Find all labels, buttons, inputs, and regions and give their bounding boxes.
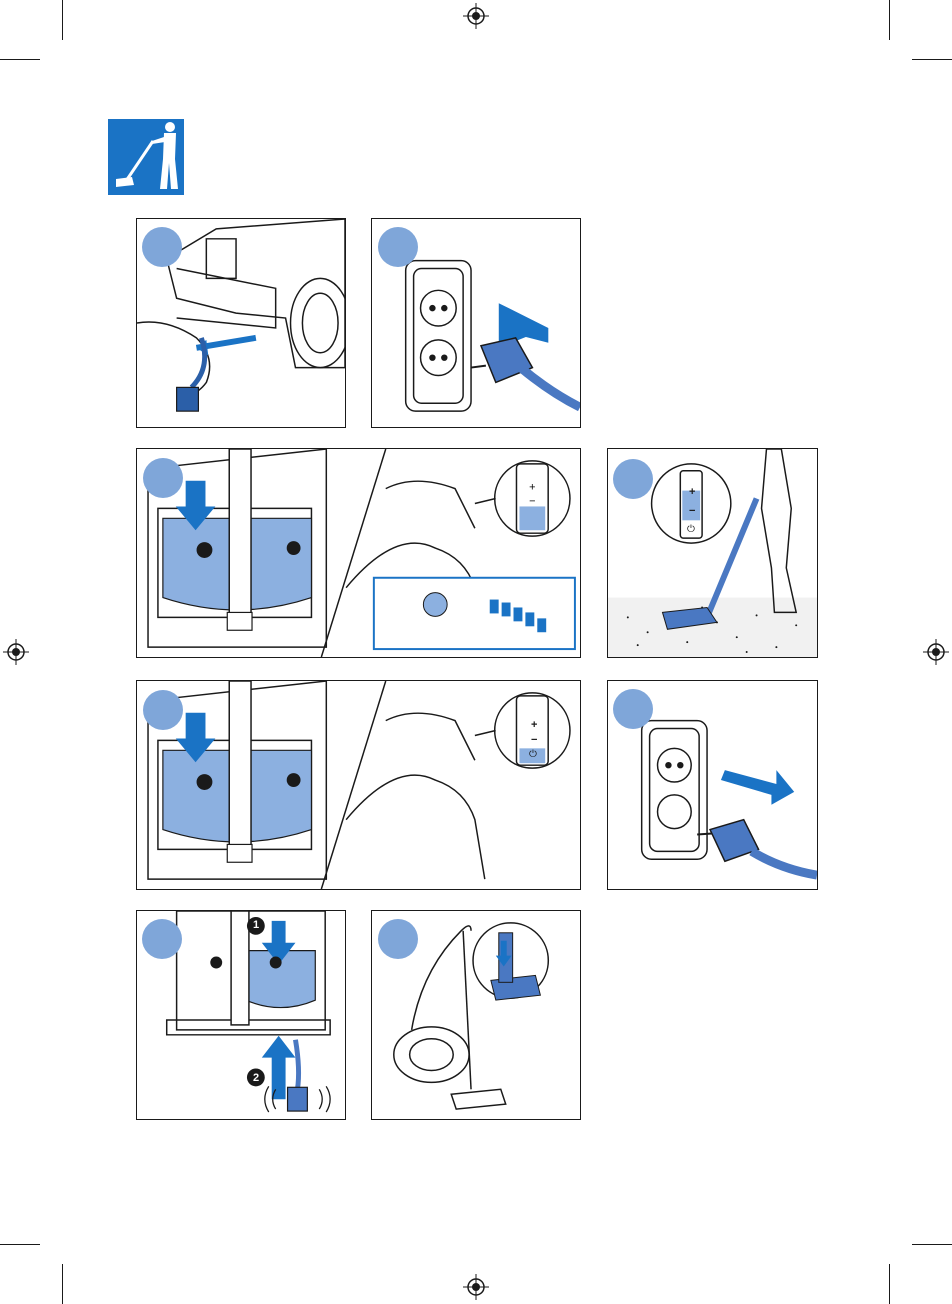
crop-mark — [0, 59, 40, 60]
on-off-pedal-icon: + − — [137, 449, 580, 657]
plus-label: + — [531, 719, 537, 731]
panel-park-tube — [371, 910, 581, 1120]
registration-mark-icon — [463, 1274, 489, 1300]
panel-press-on-button: + − — [136, 448, 581, 658]
panel-adjust-power: + − ⏻ — [607, 448, 818, 658]
panel-unplug — [607, 680, 818, 890]
panel-pull-out-cord — [136, 218, 346, 428]
minus-label: − — [531, 734, 537, 746]
vacuum-user-icon — [108, 119, 184, 195]
step-badge — [613, 689, 653, 729]
power-label: ⏻ — [529, 749, 537, 760]
on-off-pedal-icon — [137, 681, 580, 889]
plus-label: + — [689, 486, 695, 498]
step-badge — [613, 459, 653, 499]
crop-mark — [62, 1264, 63, 1304]
minus-label: − — [689, 505, 695, 517]
registration-mark-icon — [923, 639, 949, 665]
panel-plug-in — [371, 218, 581, 428]
power-label: ⏻ — [687, 524, 695, 535]
registration-mark-icon — [3, 639, 29, 665]
step-2-label: 2 — [253, 1072, 259, 1084]
step-badge — [143, 458, 183, 498]
crop-mark — [889, 1264, 890, 1304]
crop-mark — [912, 1244, 952, 1245]
step-badge — [378, 919, 418, 959]
crop-mark — [889, 0, 890, 40]
step-badge — [378, 227, 418, 267]
crop-mark — [912, 59, 952, 60]
step-1-label: 1 — [253, 919, 259, 931]
panel-switch-off: + − ⏻ — [136, 680, 581, 890]
step-badge — [143, 690, 183, 730]
step-badge — [142, 227, 182, 267]
svg-text:−: − — [529, 495, 535, 507]
step-badge — [142, 919, 182, 959]
crop-mark — [62, 0, 63, 40]
svg-text:+: + — [529, 482, 535, 494]
crop-mark — [0, 1244, 40, 1245]
panel-rewind-cord: 1 2 — [136, 910, 346, 1120]
registration-mark-icon — [463, 3, 489, 29]
